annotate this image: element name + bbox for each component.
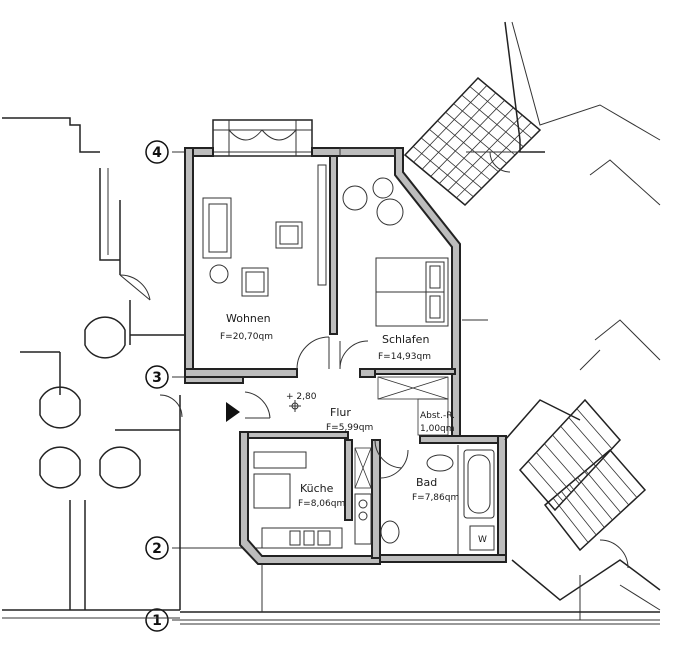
- hatch-line: [569, 484, 605, 528]
- hatch-line: [453, 103, 516, 156]
- hatch-line: [461, 94, 524, 147]
- svg-text:Schlafen: Schlafen: [382, 333, 429, 346]
- svg-text:Flur: Flur: [330, 406, 351, 419]
- svg-text:Küche: Küche: [300, 482, 334, 495]
- hatch-line: [527, 460, 564, 502]
- grid-axes: 4 3 2 1: [145, 140, 660, 632]
- svg-text:1,00qm: 1,00qm: [420, 424, 455, 434]
- room-wohnen: Wohnen F=20,70qm: [220, 312, 273, 342]
- svg-text:3: 3: [152, 370, 162, 386]
- hatch-line: [469, 86, 532, 139]
- hatch-line: [601, 456, 638, 498]
- room-bad: Bad F=7,86qm: [412, 476, 459, 503]
- svg-text:F=8,06qm: F=8,06qm: [298, 499, 345, 509]
- hatch-line: [593, 463, 630, 506]
- apartment-walls: [184, 147, 507, 565]
- hatch-line: [447, 114, 523, 191]
- svg-text:Wohnen: Wohnen: [226, 312, 271, 325]
- hatch-line: [552, 434, 588, 476]
- bad-furniture: W: [379, 445, 495, 555]
- grid-marker-1: 1: [145, 608, 169, 632]
- svg-text:2: 2: [152, 541, 162, 557]
- svg-text:F=20,70qm: F=20,70qm: [220, 332, 273, 342]
- svg-text:F=14,93qm: F=14,93qm: [378, 352, 431, 362]
- neighbour-right: [462, 21, 661, 620]
- grid-marker-3: 3: [145, 365, 169, 389]
- balcony-hatched: [403, 76, 542, 207]
- level-marker-icon: [289, 400, 301, 412]
- hatch-line: [437, 120, 499, 172]
- hatch-line: [438, 107, 514, 184]
- entrance-arrow-icon: [226, 402, 240, 422]
- bottom-wall: [180, 564, 660, 625]
- staircase: [518, 398, 647, 552]
- svg-text:Bad: Bad: [416, 476, 437, 489]
- svg-text:1: 1: [152, 613, 162, 629]
- hatch-line: [560, 425, 596, 467]
- hatch-line: [429, 129, 491, 181]
- hatch-line: [544, 443, 580, 485]
- hatch-line: [412, 146, 474, 197]
- wohnen-furniture: [202, 164, 330, 370]
- hatch-line: [421, 92, 497, 170]
- hatch-line: [585, 470, 621, 513]
- hatch-line: [552, 497, 589, 543]
- svg-text:F=7,86qm: F=7,86qm: [412, 493, 459, 503]
- level-mark: + 2,80: [286, 392, 317, 402]
- neighbour-left: [2, 117, 185, 619]
- kueche-furniture: [253, 439, 403, 549]
- hatch-line: [430, 100, 505, 177]
- grid-marker-4: 4: [145, 140, 169, 164]
- hatch-line: [577, 477, 613, 521]
- room-schlafen: Schlafen F=14,93qm: [378, 333, 431, 362]
- window-wohnen: [212, 119, 313, 157]
- window-schlafen: [339, 147, 396, 157]
- svg-text:4: 4: [152, 145, 162, 161]
- svg-text:Abst.-R.: Abst.-R.: [420, 411, 455, 421]
- schlafen-furniture: [339, 177, 449, 370]
- hatch-line: [568, 417, 605, 458]
- hatch-line: [560, 491, 597, 536]
- hatch-line: [420, 137, 482, 189]
- svg-text:F=5,99qm: F=5,99qm: [326, 423, 373, 433]
- washer-label: W: [478, 535, 487, 545]
- flur-details: + 2,80: [226, 376, 449, 436]
- hatch-line: [413, 85, 488, 163]
- room-abstellraum: Abst.-R. 1,00qm: [420, 411, 455, 434]
- hatch-line: [445, 111, 507, 164]
- grid-marker-2: 2: [145, 536, 169, 560]
- hatch-line: [535, 452, 572, 493]
- room-flur: Flur F=5,99qm: [326, 406, 373, 433]
- room-kueche: Küche F=8,06qm: [298, 482, 345, 509]
- hatch-line: [576, 408, 613, 450]
